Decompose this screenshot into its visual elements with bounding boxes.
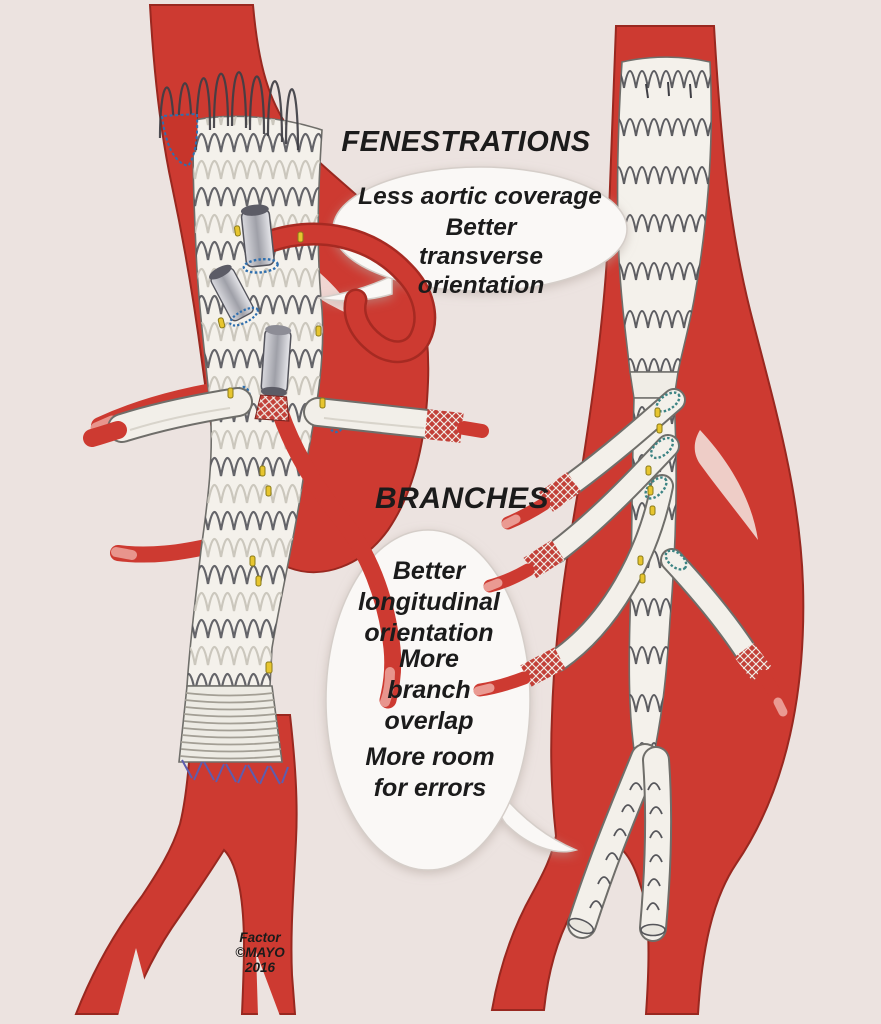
credit-copyright: ©MAYO — [235, 945, 285, 960]
fenestrations-note-orientation: Better transverse orientation — [417, 214, 545, 299]
limb-wires — [646, 782, 663, 911]
gold-markers-right — [637, 407, 663, 584]
right-renal-branch-tube — [303, 397, 489, 443]
corrugation-rings — [179, 692, 282, 760]
credit-year: 2016 — [244, 960, 276, 975]
fenestrations-note-coverage: Less aortic coverage — [358, 183, 602, 210]
fenestration-stent-3 — [254, 325, 292, 422]
artist-credit: Factor ©MAYO 2016 — [210, 930, 310, 975]
right-graft-iliac-limbs — [567, 743, 673, 942]
sma-artery — [271, 403, 402, 709]
branch-tube-1 — [501, 388, 686, 530]
proximal-tube-ticks — [645, 81, 692, 99]
proximal-scallop — [160, 112, 199, 168]
branches-callout-bubble — [325, 529, 579, 871]
aneurysm-highlight — [694, 430, 758, 540]
limb-wires — [589, 782, 643, 909]
bare-stent-wires — [158, 71, 300, 151]
open-limb-end — [640, 923, 666, 937]
suture-anastomosis — [181, 759, 289, 785]
bubble-body — [325, 529, 531, 871]
fenestration-stent-1 — [240, 204, 279, 274]
artery-fade — [380, 667, 395, 707]
left-iliac-fork-notch — [118, 948, 154, 1016]
branches-heading: BRANCHES — [374, 482, 549, 515]
left-distal-aorta-iliacs — [74, 714, 298, 1015]
open-limb-end — [567, 917, 595, 935]
left-figure-front-details — [83, 204, 489, 709]
right-iliac-fork-notch — [256, 952, 280, 1016]
branches-note-orientation: Better longitudinal orientation — [358, 557, 500, 647]
branch-tube-3 — [473, 474, 674, 697]
fenestration-stent-2 — [208, 264, 259, 327]
branch-tube-2 — [483, 434, 680, 593]
celiac-artery — [259, 225, 434, 361]
left-renal-branch-tube — [83, 387, 253, 447]
branch-mesh-tip — [424, 409, 464, 443]
fenestrations-heading: FENESTRATIONS — [341, 126, 591, 158]
credit-artist: Factor — [239, 930, 281, 945]
left-graft-wires — [187, 116, 323, 686]
artery-fade — [111, 547, 137, 560]
right-graft-wires — [617, 57, 712, 373]
gold-markers-left — [217, 225, 326, 674]
branches-note-overlap: More branch overlap — [384, 645, 474, 735]
branches-note-errors: More room for errors — [365, 743, 495, 802]
bubble-tail — [317, 274, 393, 302]
right-figure-branches — [473, 81, 789, 717]
